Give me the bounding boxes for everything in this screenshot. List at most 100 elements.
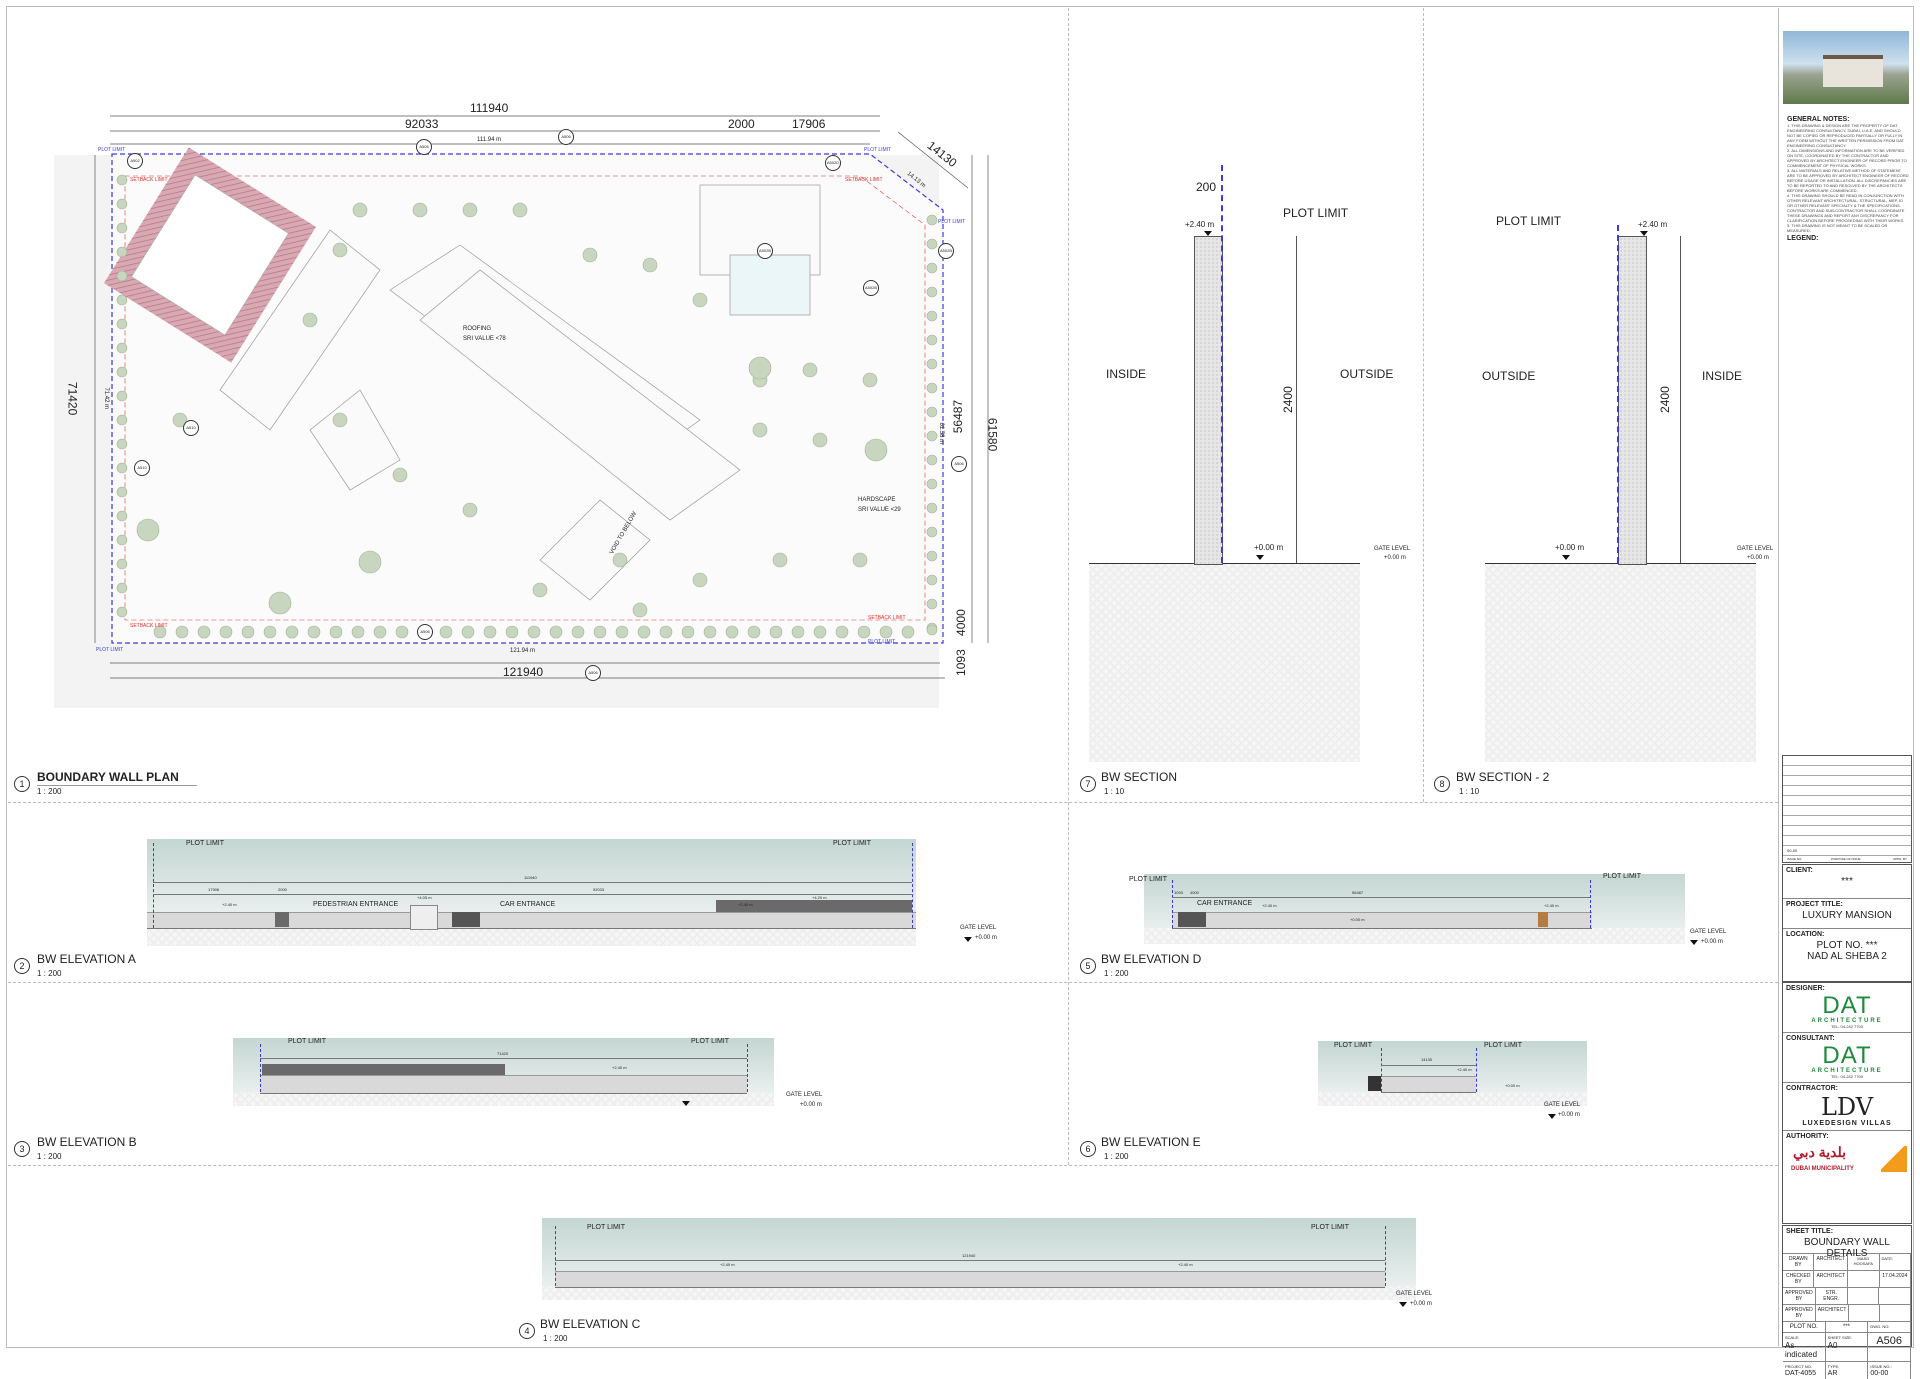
tree [116,246,128,258]
plot-limit-line [1617,225,1619,563]
signoff-role: DRAWN BY [1783,1254,1815,1270]
section-tag[interactable]: A502D [825,155,841,171]
section-tag[interactable]: A506 [417,624,433,640]
note-item: 3. ALL MATERIALS AND RELATIVE METHOD OF … [1787,168,1909,193]
tree [926,358,938,370]
dim-2: 4000 [1190,890,1199,895]
project-info: CLIENT: *** PROJECT TITLE: LUXURY MANSIO… [1782,864,1912,982]
dim-top-c: 17906 [792,117,826,131]
level-4: +4.20 m [812,895,827,900]
wall-thickness: 200 [1196,180,1217,194]
issue-label: ISSUE NO.: [1870,1364,1892,1369]
section-tag[interactable]: A510 [134,460,150,476]
car-entrance-label: CAR ENTRANCE [500,901,556,908]
tree [241,625,255,639]
dim-total: 71420 [497,1051,509,1056]
view-title: BW ELEVATION B [37,1135,137,1149]
tree [268,591,292,615]
plot-limit-line [153,843,154,928]
boundary-wall [1172,912,1592,929]
dim-3: 92033 [593,887,605,892]
tree [857,625,871,639]
tree [136,518,160,542]
label-roofing-sri: SRI VALUE <78 [463,336,506,342]
section-tag[interactable]: A502 [127,153,143,169]
section-tag[interactable]: A502B [938,243,954,259]
tree [527,625,541,639]
wall-height: 2400 [1280,386,1295,413]
ground-level: +0.00 m [1350,917,1365,922]
dim-bottom-total: 121940 [503,665,544,679]
tree [307,625,321,639]
tree [116,222,128,234]
tree [852,552,868,568]
plot-limit-line [1172,880,1173,928]
view-title: BW SECTION - 2 [1456,770,1550,784]
section-tag[interactable]: A502B [863,280,879,296]
project-value: LUXURY MANSION [1802,910,1892,921]
label-roofing: ROOFING [463,326,491,332]
boundary-wall [1381,1076,1476,1093]
dim-top-b: 2000 [728,117,755,131]
boundary-wall [555,1271,1385,1288]
tree [412,202,428,218]
dim-right-a: 56487 [951,399,966,434]
tree [926,526,938,538]
tree [373,625,387,639]
tree [116,366,128,378]
tree [862,372,878,388]
tree [116,582,128,594]
tree [926,624,938,636]
gate-level: GATE LEVEL [1396,1291,1433,1297]
tree [864,438,888,462]
sheet-info: SHEET TITLE: BOUNDARY WALL DETAILS DRAWN… [1782,1225,1912,1379]
view-title: BW ELEVATION E [1101,1135,1201,1149]
dim-left: 71420 [65,381,80,416]
project-label: PROJECT TITLE: [1786,901,1843,908]
consultant-logo: DAT ARCHITECTURE TEL: 04-242 7700 [1811,1042,1883,1080]
notes-title: GENERAL NOTES: [1787,116,1850,123]
label-setback: SETBACK LIMIT [868,615,906,621]
tree [926,478,938,490]
section-tag[interactable]: A510 [183,420,199,436]
level: +2.40 m [1178,1262,1193,1267]
tree [926,550,938,562]
gate-level-value: +0.00 m [1384,555,1406,561]
tree [153,625,167,639]
plot-limit-label: PLOT LIMIT [1283,206,1349,220]
project-render-image [1783,31,1909,104]
tree [439,625,453,639]
gate-level-value: +0.00 m [1410,1301,1432,1307]
villa-building [219,184,821,601]
tree [926,334,938,346]
section-tag[interactable]: A506 [951,456,967,472]
section-tag[interactable]: A506 [585,665,601,681]
level: +2.40 m [1457,1067,1472,1072]
top-level: +2.40 m [1185,220,1215,229]
sheet-title-label: SHEET TITLE: [1786,1228,1834,1235]
tree [461,625,475,639]
plot-limit-label: PLOT LIMIT [833,840,871,847]
plot-limit-line [1381,1048,1382,1092]
tree [926,382,938,394]
section-tag[interactable]: A506 [558,129,574,145]
location-line-1: PLOT NO. *** [1816,940,1878,951]
tree [926,310,938,322]
tree [615,625,629,639]
signoff-extra: MAJID HOOSAFA [1848,1254,1880,1270]
tree [926,286,938,298]
view-scale: 1 : 10 [1104,787,1125,796]
level: +2.40 m [612,1065,627,1070]
tree [926,238,938,250]
ground-level: +0.00 m [1505,1083,1520,1088]
tree [285,625,299,639]
client-label: CLIENT: [1786,867,1813,874]
side-outside: OUTSIDE [1482,369,1536,383]
section-tag[interactable]: A506 [416,139,432,155]
dim-line [1172,897,1590,898]
section-tag[interactable]: A502B [757,243,773,259]
dim-left-m: 71.42 m [103,387,110,410]
tree [926,454,938,466]
